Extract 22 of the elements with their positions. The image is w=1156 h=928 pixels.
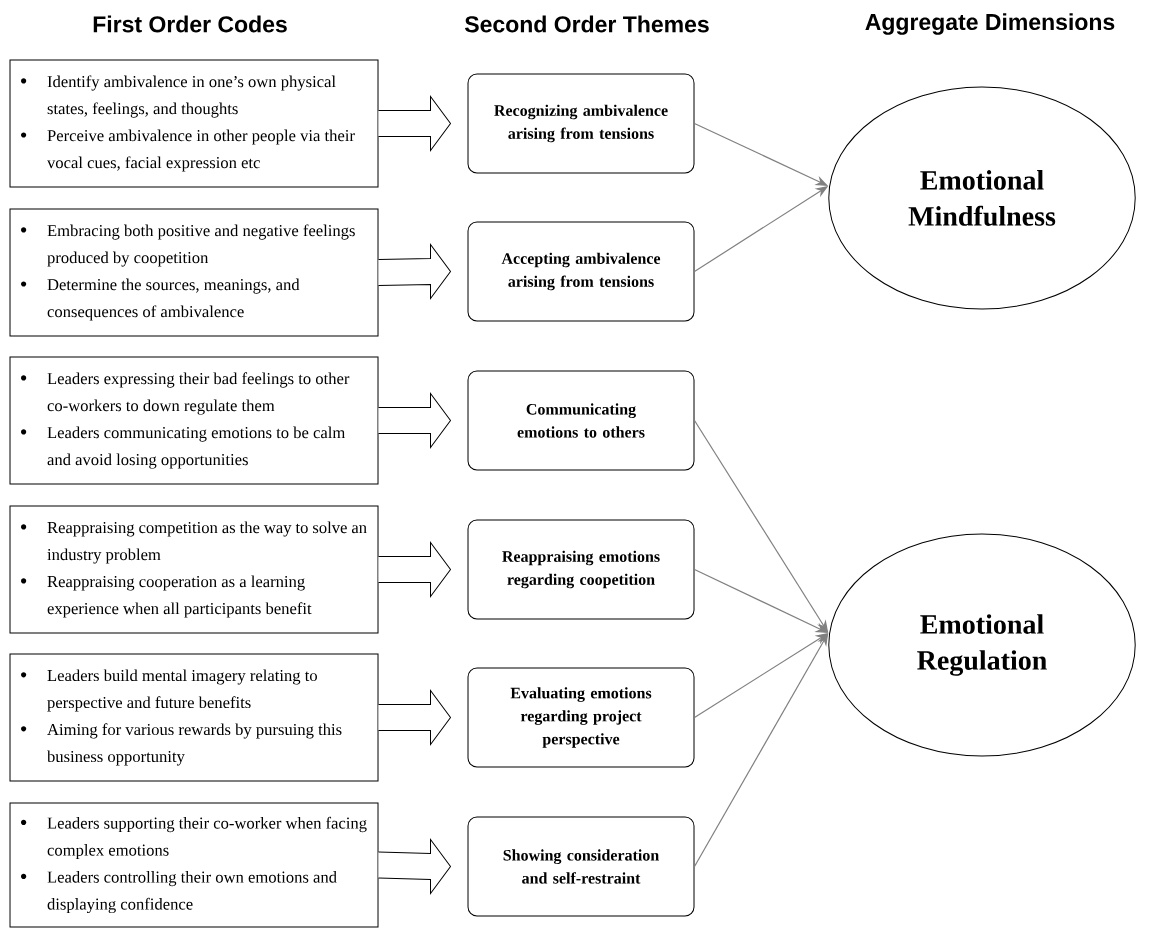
block-arrow (378, 690, 451, 745)
column-heading: First Order Codes (93, 15, 287, 33)
block-arrow (378, 542, 451, 597)
block-arrow (378, 96, 451, 151)
code-box: Leaders supporting their co-worker when facing complex emotions Leaders controlling their own emotions and displaying confidence (9, 802, 379, 928)
code-box: Identify ambivalence in one’s own physical states, feelings, and thoughts Perceive ambivalence in other people via their vocal cues, facial expression etc (9, 59, 379, 188)
column-heading: Second Order Themes (464, 15, 709, 33)
block-arrow (378, 244, 451, 299)
block-arrow (378, 393, 451, 448)
theme-box: Communicating emotions to others (467, 370, 695, 471)
arrow (693, 633, 829, 868)
code-box: Embracing both positive and negative feelings produced by coopetition Determine the sources, meanings, and consequences of ambivalence (9, 208, 379, 337)
theme-box: Recognizing ambivalence arising from tensions (467, 73, 695, 174)
theme-box: Accepting ambivalence arising from tensions (467, 221, 695, 322)
code-box: Leaders build mental imagery relating to perspective and future benefits Aiming for various rewards by pursuing this business opportunity (9, 653, 379, 782)
column-heading: Aggregate Dimensions (865, 13, 1115, 35)
block-arrow (378, 839, 451, 894)
code-box: Leaders expressing their bad feelings to other co-workers to down regulate them Leaders communicating emotions to be calm and avoid losing opportunities (9, 356, 379, 485)
code-box: Reappraising competition as the way to solve an industry problem Reappraising cooperation as a learning experience when all participants benefit (9, 505, 379, 634)
theme-box: Reappraising emotions regarding coopetition (467, 519, 695, 620)
theme-box: Evaluating emotions regarding project perspective (467, 667, 695, 768)
theme-box: Showing consideration and self-restraint (467, 816, 695, 917)
